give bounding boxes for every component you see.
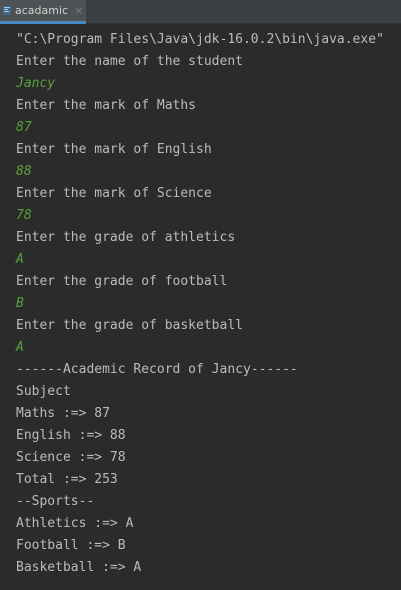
console-output-line: English :=> 88	[16, 428, 126, 443]
console-input-line: 78	[16, 208, 32, 223]
console-output-line: Enter the mark of English	[16, 142, 212, 157]
console-output-line: Subject	[16, 384, 71, 399]
close-icon[interactable]: ×	[74, 4, 84, 17]
run-tab-acadamic[interactable]: acadamic ×	[0, 0, 86, 24]
console-output-line: Enter the name of the student	[16, 54, 243, 69]
console-output-line: Total :=> 253	[16, 472, 118, 487]
console-input-line: A	[16, 340, 24, 355]
console-input-line: Jancy	[16, 76, 56, 91]
run-tab-label: acadamic	[15, 4, 69, 17]
console-icon	[3, 6, 11, 15]
console-input-line: 87	[16, 120, 32, 135]
console-input-line: B	[16, 296, 24, 311]
console-output-line: Football :=> B	[16, 538, 126, 553]
console-output-line: "C:\Program Files\Java\jdk-16.0.2\bin\ja…	[16, 32, 384, 47]
console-output-line: Enter the grade of athletics	[16, 230, 236, 245]
console-output-line: Maths :=> 87	[16, 406, 110, 421]
console-output[interactable]: "C:\Program Files\Java\jdk-16.0.2\bin\ja…	[0, 24, 401, 590]
console-output-line: Basketball :=> A	[16, 560, 142, 575]
console-output-line: Enter the mark of Science	[16, 186, 212, 201]
console-output-line: Enter the mark of Maths	[16, 98, 197, 113]
console-input-line: 88	[16, 164, 32, 179]
console-output-line: --Sports--	[16, 494, 95, 509]
console-output-line: Enter the grade of football	[16, 274, 228, 289]
console-output-line: Enter the grade of basketball	[16, 318, 243, 333]
run-tab-bar: acadamic ×	[0, 0, 401, 24]
console-output-line: ------Academic Record of Jancy------	[16, 362, 298, 377]
console-output-line: Science :=> 78	[16, 450, 126, 465]
console-output-line: Athletics :=> A	[16, 516, 134, 531]
console-input-line: A	[16, 252, 24, 267]
